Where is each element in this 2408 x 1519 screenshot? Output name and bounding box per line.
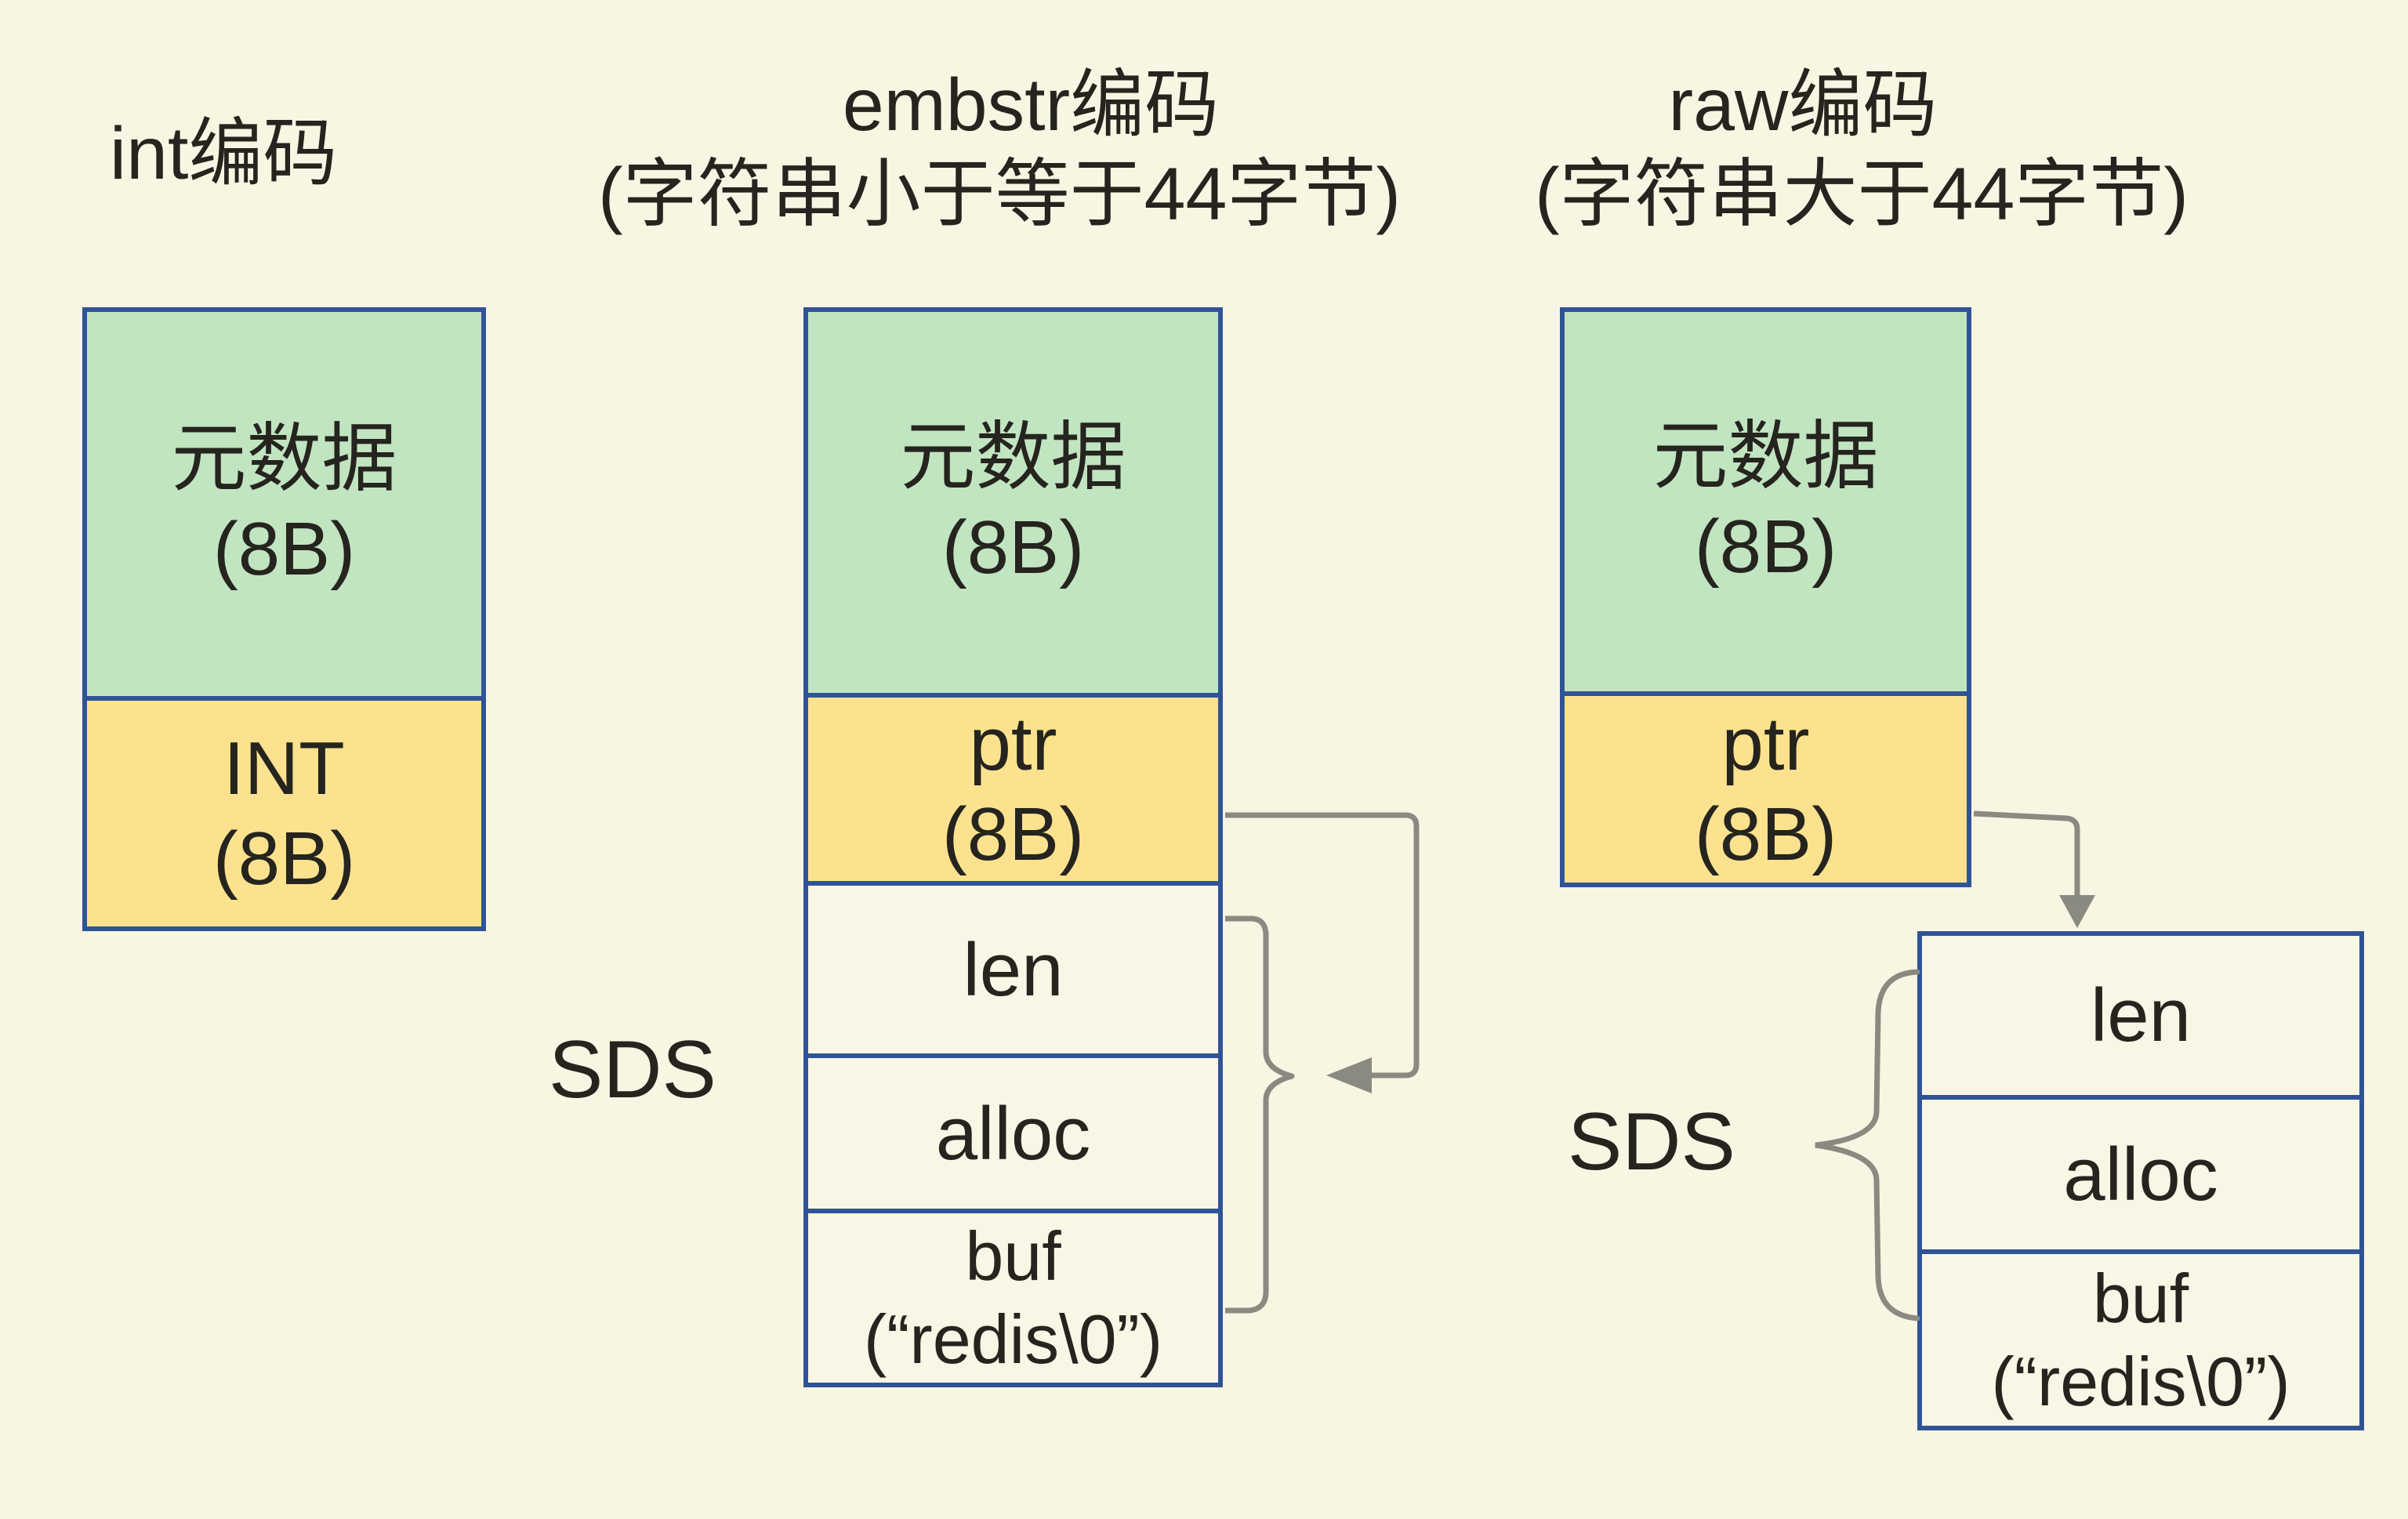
cell-size: (8B) <box>212 507 356 591</box>
raw-ptr-arrowhead-icon <box>2059 895 2095 928</box>
cell-label: 元数据 <box>1652 415 1879 498</box>
raw-sds-brace-icon <box>1815 969 1920 1321</box>
title-raw-encoding: raw编码 <box>1489 61 2116 150</box>
cell-label: alloc <box>2063 1133 2218 1216</box>
embstr-ptr-arrow-line-icon <box>1225 812 1420 1079</box>
cell-size: (8B) <box>1694 505 1837 589</box>
cell-label: 元数据 <box>171 417 397 501</box>
embstr-alloc-cell: alloc <box>803 1053 1223 1213</box>
raw-sds-label: SDS <box>1568 1097 1735 1187</box>
raw-len-cell: len <box>1917 931 2364 1100</box>
cell-label: ptr <box>1721 702 1810 786</box>
title-embstr-encoding: embstr编码 <box>717 61 1344 150</box>
embstr-sds-label: SDS <box>549 1024 716 1115</box>
title-text: raw编码 <box>1668 63 1938 147</box>
embstr-ptr-arrowhead-icon <box>1326 1057 1372 1093</box>
cell-label: ptr <box>969 702 1057 786</box>
raw-buf-cell: buf (“redis\0”) <box>1917 1249 2364 1430</box>
cell-label: alloc <box>935 1091 1091 1176</box>
raw-ptr-arrow-line-icon <box>1973 810 2080 895</box>
cell-label: INT <box>223 727 345 810</box>
cell-label: 元数据 <box>900 415 1126 499</box>
title-embstr-condition: (字符串小于等于44字节) <box>529 150 1470 239</box>
cell-label: buf <box>965 1217 1061 1295</box>
cell-size: (8B) <box>212 817 356 901</box>
cell-size: (8B) <box>1694 792 1837 876</box>
cell-label: len <box>963 927 1064 1012</box>
cell-size: (8B) <box>941 792 1085 876</box>
title-text: embstr编码 <box>842 63 1220 147</box>
title-text: int编码 <box>110 112 338 195</box>
raw-ptr-cell: ptr (8B) <box>1560 691 1971 887</box>
raw-metadata-cell: 元数据 (8B) <box>1560 307 1971 696</box>
title-text: (字符串小于等于44字节) <box>598 153 1401 236</box>
embstr-metadata-cell: 元数据 (8B) <box>803 307 1223 698</box>
embstr-len-cell: len <box>803 881 1223 1058</box>
title-int-encoding: int编码 <box>110 110 337 198</box>
embstr-ptr-cell: ptr (8B) <box>803 693 1223 886</box>
title-text: (字符串大于44字节) <box>1535 153 2189 236</box>
cell-size: (8B) <box>941 506 1085 589</box>
int-metadata-cell: 元数据 (8B) <box>82 307 486 701</box>
cell-value: (“redis\0”) <box>863 1300 1163 1378</box>
cell-label: len <box>2090 973 2192 1057</box>
cell-value: (“redis\0”) <box>1991 1342 2290 1420</box>
int-value-cell: INT (8B) <box>82 696 486 931</box>
embstr-sds-brace-icon <box>1225 915 1295 1314</box>
title-raw-condition: (字符串大于44字节) <box>1509 150 2214 239</box>
cell-label: buf <box>2092 1259 2189 1337</box>
raw-alloc-cell: alloc <box>1917 1095 2364 1254</box>
embstr-buf-cell: buf (“redis\0”) <box>803 1209 1223 1387</box>
